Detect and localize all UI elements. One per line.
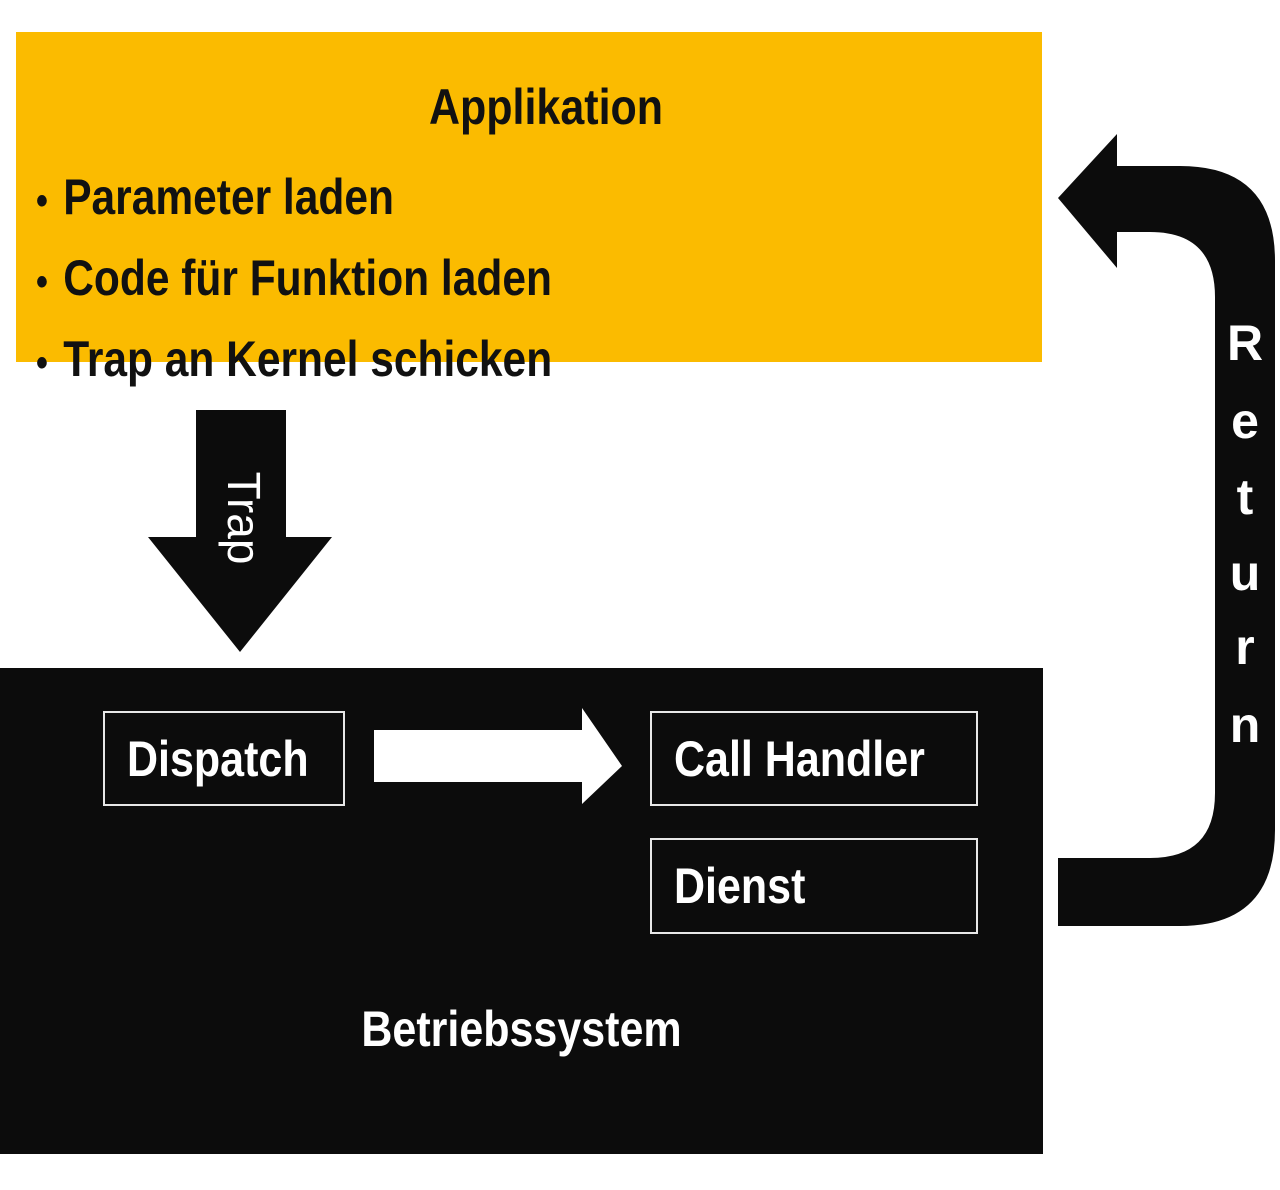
step-send-trap: Trap an Kernel schicken xyxy=(36,321,552,402)
return-letter-e: e xyxy=(1231,393,1259,449)
return-letter-n: n xyxy=(1230,697,1261,753)
application-steps: Parameter laden Code für Funktion laden … xyxy=(36,159,552,402)
return-letter-r: R xyxy=(1227,315,1263,371)
call-handler-node: Call Handler xyxy=(650,711,978,806)
dispatch-to-handler-arrow xyxy=(374,708,622,804)
trap-label: Trap xyxy=(218,472,270,565)
return-arrow xyxy=(1058,134,1275,926)
step-load-parameters: Parameter laden xyxy=(36,159,552,240)
service-label: Dienst xyxy=(674,858,806,914)
return-letter-r2: r xyxy=(1235,619,1254,675)
service-node: Dienst xyxy=(650,838,978,934)
return-letter-u: u xyxy=(1230,545,1261,601)
dispatch-node: Dispatch xyxy=(103,711,345,806)
operating-system-title: Betriebssystem xyxy=(361,1001,682,1057)
application-title: Applikation xyxy=(428,79,664,135)
trap-arrow xyxy=(148,410,332,652)
dispatch-label: Dispatch xyxy=(127,730,309,787)
application-box: Applikation Parameter laden Code für Fun… xyxy=(16,32,1042,387)
return-letter-t: t xyxy=(1237,469,1254,525)
call-handler-label: Call Handler xyxy=(674,730,925,787)
step-load-function-code: Code für Funktion laden xyxy=(36,240,552,321)
